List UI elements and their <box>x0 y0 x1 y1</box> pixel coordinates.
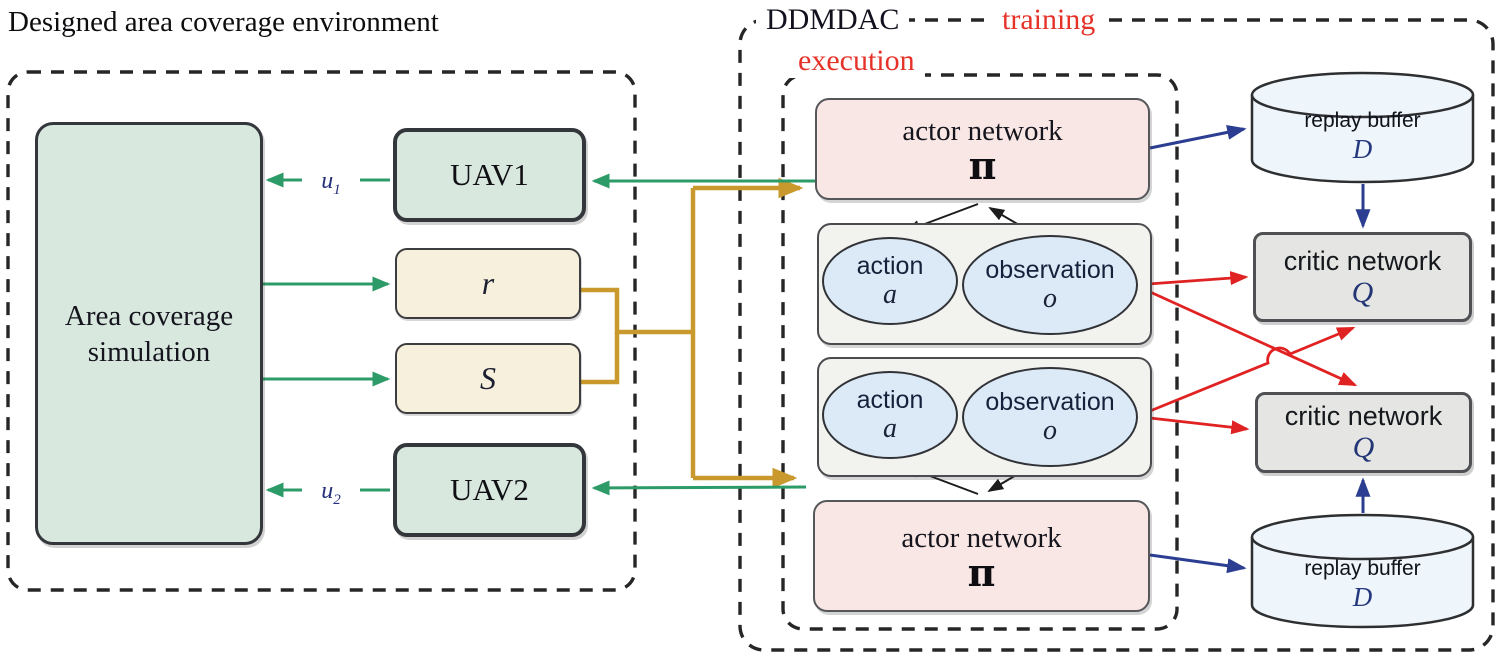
state-symbol: S <box>480 360 496 396</box>
execution-dashed-frame <box>781 73 1179 631</box>
replay-buffer-2-cylinder <box>1250 513 1475 629</box>
observation1-symbol: o <box>1043 283 1057 314</box>
u1-base: u <box>321 168 334 194</box>
sim-label-line2: simulation <box>87 335 211 368</box>
u1-sub: 1 <box>333 181 341 198</box>
gold-bus-arrows <box>581 177 804 489</box>
observation1-ellipse: observation o <box>962 235 1138 335</box>
sim-label-line1: Area coverage <box>64 299 234 332</box>
critic1-symbol: Q <box>1351 275 1374 309</box>
buffer1-symbol: D <box>1352 134 1373 164</box>
execution-label: execution <box>788 44 925 78</box>
replay-buffer-2-text: replay buffer D <box>1252 556 1473 612</box>
observation2-symbol: o <box>1043 415 1057 446</box>
action2-label: action <box>856 386 924 414</box>
training-label: training <box>992 3 1106 37</box>
actor-network-2-node: actor network π <box>813 500 1150 612</box>
actor1-title: actor network <box>902 115 1063 147</box>
action1-symbol: a <box>883 279 897 310</box>
action2-symbol: a <box>883 413 897 444</box>
uav2-node: UAV2 <box>393 443 586 537</box>
ddmdac-dashed-frame <box>738 18 1495 652</box>
observation1-label: observation <box>985 256 1115 284</box>
red-arrows <box>1147 271 1358 435</box>
uav1-node: UAV1 <box>393 128 586 222</box>
buffer1-title: replay buffer <box>1304 109 1421 132</box>
action2-ellipse: action a <box>822 371 958 459</box>
reward-node: r <box>395 248 581 319</box>
action1-ellipse: action a <box>822 237 958 325</box>
ddmdac-frame-label: DDMDAC <box>756 3 910 37</box>
actor2-pi-symbol: π <box>967 550 996 595</box>
critic1-title: critic network <box>1283 245 1442 276</box>
actor2-title: actor network <box>901 522 1062 554</box>
replay-buffer-1-cylinder <box>1250 71 1475 184</box>
observation2-ellipse: observation o <box>962 367 1138 467</box>
critic2-title: critic network <box>1284 401 1443 431</box>
uav1-label: UAV1 <box>450 157 529 192</box>
observation2-label: observation <box>985 388 1115 416</box>
buffer2-title: replay buffer <box>1304 557 1421 580</box>
replay-buffer-1-text: replay buffer D <box>1252 108 1473 164</box>
area-coverage-simulation-node: Area coverage simulation <box>35 122 263 545</box>
actor-network-1-node: actor network π <box>815 98 1150 200</box>
critic-network-2-node: critic network Q <box>1255 392 1472 473</box>
critic2-symbol: Q <box>1352 431 1375 464</box>
uav2-label: UAV2 <box>450 472 529 507</box>
u2-action-label: u2 <box>302 476 360 515</box>
u2-base: u <box>321 478 334 504</box>
critic-network-1-node: critic network Q <box>1253 232 1472 322</box>
state-node: S <box>395 343 581 414</box>
buffer2-symbol: D <box>1352 582 1373 612</box>
blue-arrows <box>1149 124 1371 574</box>
actor1-pi-symbol: π <box>968 143 997 188</box>
u2-sub: 2 <box>333 491 341 508</box>
u1-action-label: u1 <box>302 166 360 205</box>
reward-symbol: r <box>481 265 495 301</box>
action1-label: action <box>856 252 924 280</box>
diagram-title: Designed area coverage environment <box>8 6 439 39</box>
green-arrows <box>263 172 815 498</box>
